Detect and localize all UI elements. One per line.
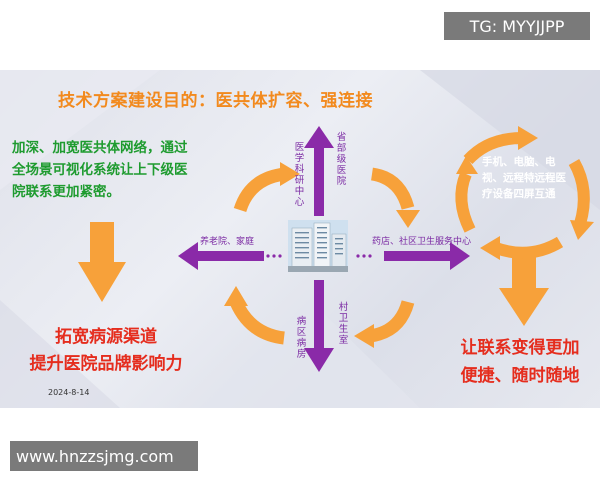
cycle-arrow-bottom-left — [230, 299, 286, 345]
cycle-arrowheads — [224, 162, 420, 348]
cycle-arrow-top-left — [233, 167, 286, 213]
diagram-graphics — [0, 70, 600, 408]
arrow-left — [196, 251, 264, 261]
bg-shape — [0, 70, 160, 190]
arrow-up — [314, 146, 324, 216]
label-pharmacy-community: 药店、社区卫生服务中心 — [372, 237, 472, 247]
purple-arrows — [178, 126, 470, 372]
cycle-arrows — [230, 167, 415, 345]
label-nursing-home: 养老院、家庭 — [200, 237, 255, 247]
label-research-center: 医学科研中心 — [294, 142, 305, 208]
left-description: 加深、加宽医共体网络，通过全场景可视化系统让上下级医院联系更加紧密。 — [12, 140, 188, 200]
hospital-building-image — [288, 220, 348, 272]
diagram-panel: 技术方案建设目的：医共体扩容、强连接 加深、加宽医共体网络，通过全场景可视化系统… — [0, 70, 600, 408]
label-village-clinic: 村卫生室 — [338, 302, 349, 346]
right-down-arrow — [499, 250, 549, 326]
right-outcome-line-1: 让联系变得更加 — [460, 338, 580, 358]
left-outcome-line-1: 拓宽病源渠道 — [55, 327, 157, 347]
device-cycle-ring — [455, 132, 590, 259]
watermark-tag: TG: MYYJJPP — [444, 12, 590, 40]
arrow-down — [314, 280, 324, 348]
date-stamp: 2024-8-14 — [48, 388, 90, 397]
right-outcome: 让联系变得更加 便捷、随时随地 — [440, 334, 600, 390]
left-down-arrow — [78, 222, 126, 302]
label-ward: 病区病房 — [296, 316, 307, 360]
left-outcome: 拓宽病源渠道 提升医院品牌影响力 — [6, 324, 206, 378]
right-outcome-line-2: 便捷、随时随地 — [460, 366, 580, 386]
arrow-right — [384, 251, 452, 261]
left-outcome-line-2: 提升医院品牌影响力 — [29, 354, 183, 374]
dotted-connectors — [266, 206, 372, 298]
device-cycle-arrowheads — [456, 126, 594, 260]
bg-shape — [0, 300, 120, 408]
diagram-title: 技术方案建设目的：医共体扩容、强连接 — [58, 91, 373, 111]
cycle-arrow-bottom-right — [368, 300, 415, 343]
device-cycle-text: 手机、电脑、电视、远程特远程医疗设备四屏互通 — [482, 156, 566, 200]
label-provincial-hospital: 省部级医院 — [336, 132, 347, 187]
url-watermark: www.hnzzsjmg.com — [10, 441, 198, 471]
cycle-arrow-top-right — [370, 167, 415, 210]
